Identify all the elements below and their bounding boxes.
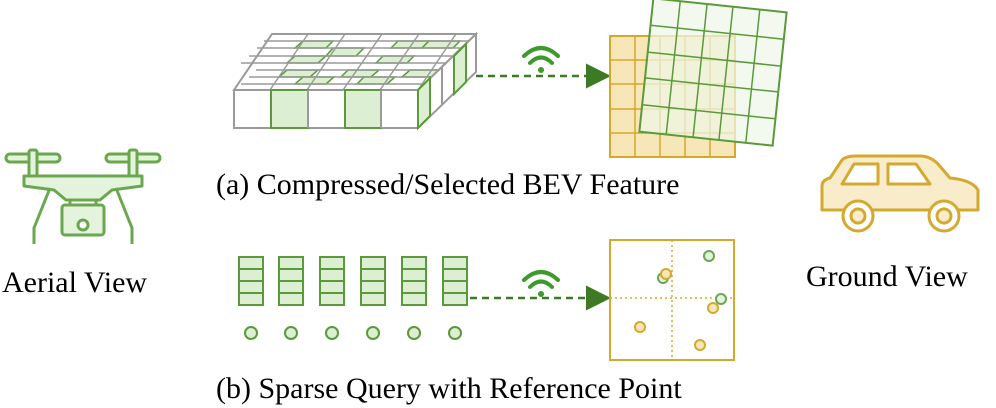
- aerial-point: [703, 250, 715, 262]
- wifi-icon: [522, 46, 560, 73]
- reference-point: [325, 326, 339, 340]
- ground-view-label: Ground View: [806, 260, 968, 293]
- car-icon: [820, 154, 980, 233]
- query-stack: [360, 256, 386, 306]
- point-map: [609, 239, 735, 361]
- aerial-feature-grid-rotated: [638, 0, 788, 147]
- wifi-icon: [522, 270, 560, 297]
- reference-point: [366, 326, 380, 340]
- aerial-view-label: Aerial View: [2, 266, 148, 299]
- reference-points: [244, 326, 462, 340]
- ground-point: [634, 321, 646, 333]
- aerial-point: [715, 293, 727, 305]
- query-stack: [238, 256, 264, 306]
- query-stack: [319, 256, 345, 306]
- reference-point: [448, 326, 462, 340]
- caption-b: (b) Sparse Query with Reference Point: [216, 372, 682, 405]
- query-stack: [278, 256, 304, 306]
- caption-a: (a) Compressed/Selected BEV Feature: [216, 168, 680, 201]
- bev-feature-block: [232, 31, 479, 131]
- query-stack: [442, 256, 468, 306]
- reference-point: [244, 326, 258, 340]
- ground-point: [660, 268, 672, 280]
- ground-point: [694, 339, 706, 351]
- reference-point: [284, 326, 298, 340]
- query-stack: [401, 256, 427, 306]
- drone-icon: [4, 148, 162, 244]
- ground-point: [707, 302, 719, 314]
- reference-point: [407, 326, 421, 340]
- sparse-query-stacks: [238, 256, 468, 306]
